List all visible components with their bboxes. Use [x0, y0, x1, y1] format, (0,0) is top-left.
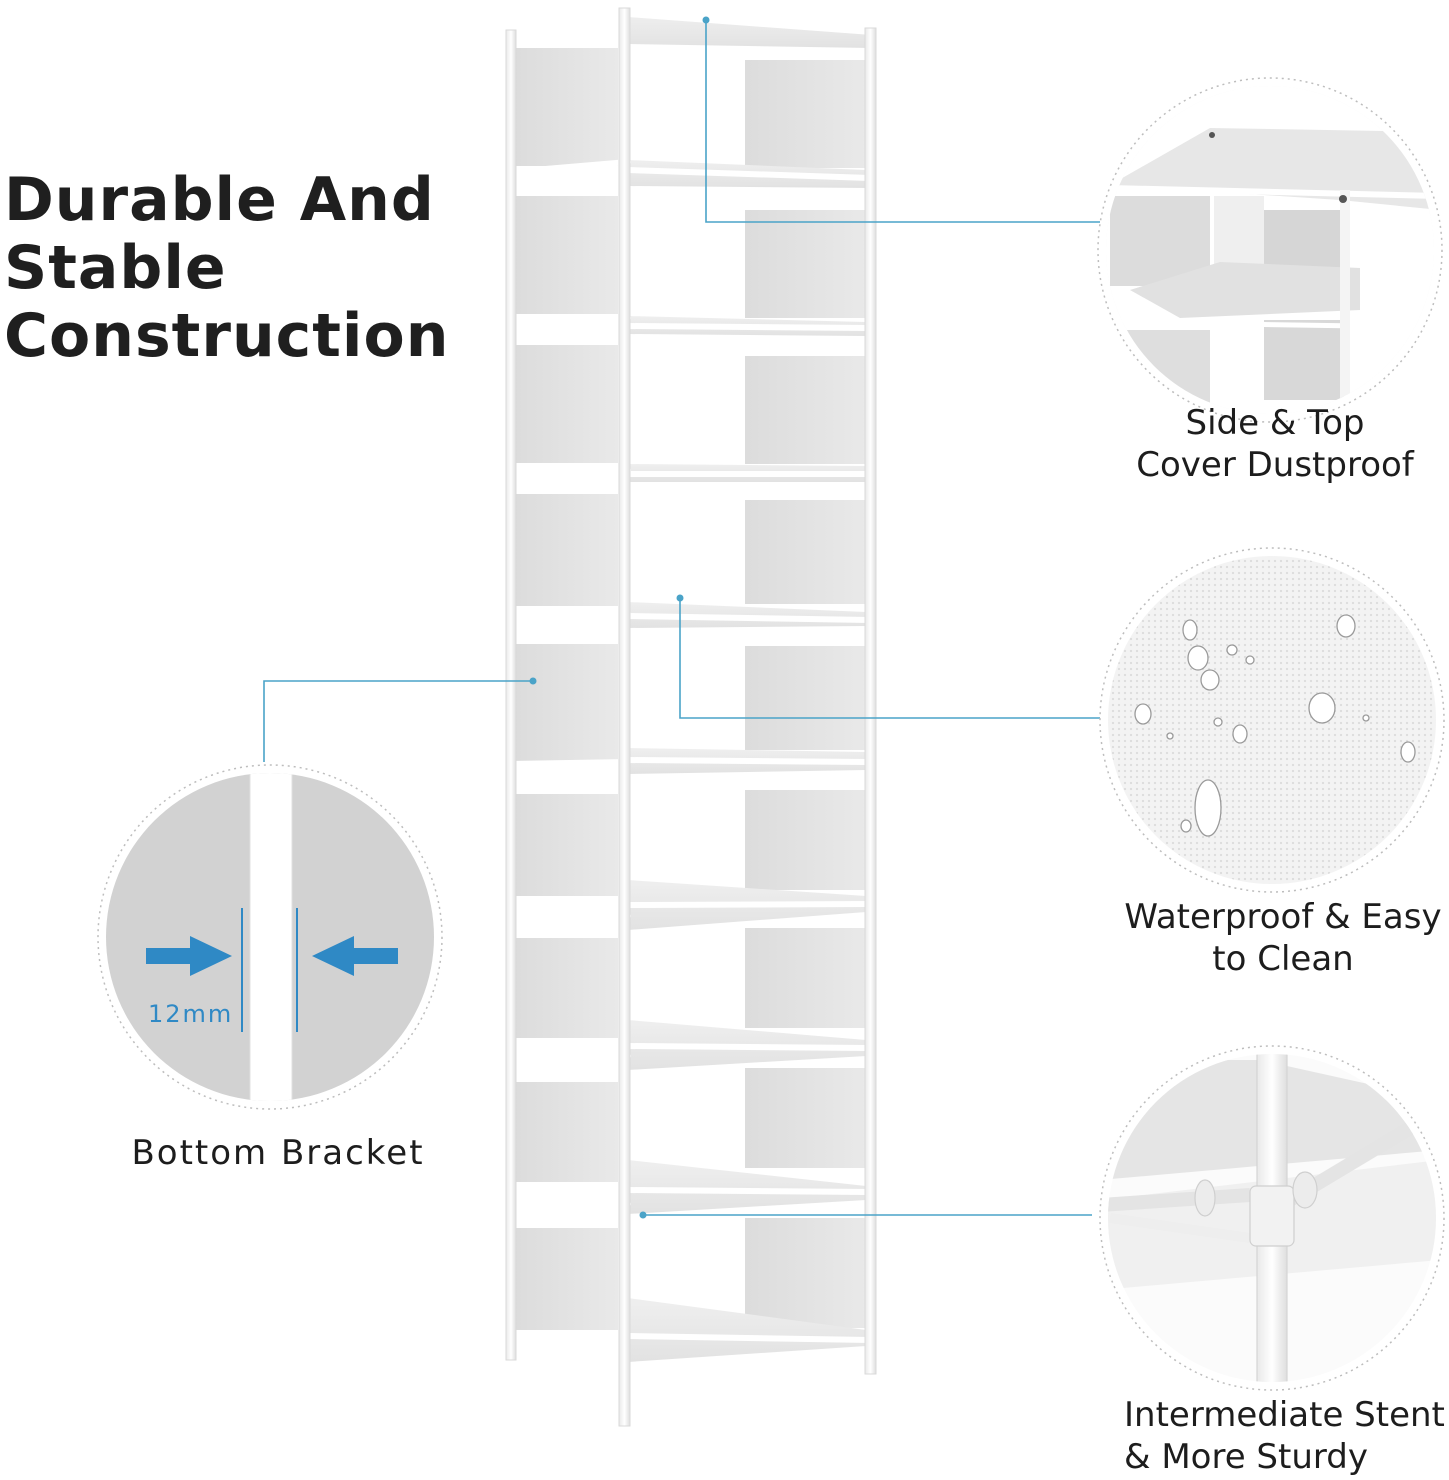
detail-bracket [97, 764, 443, 1110]
title-line-2: Stable [4, 233, 227, 303]
water-drop-icon [1134, 614, 1416, 837]
detail-sturdy [1099, 1045, 1445, 1391]
page-title: Durable And Stable Construction [4, 165, 450, 371]
sturdy-caption: Intermediate Stent & More Sturdy [1108, 1394, 1449, 1478]
sturdy-caption-line-2: & More Sturdy [1124, 1437, 1368, 1477]
title-line-3: Construction [4, 301, 450, 371]
leader-dots [529, 16, 710, 1219]
dustproof-caption: Side & Top Cover Dustproof [1120, 402, 1430, 486]
waterproof-caption-line-2: to Clean [1212, 939, 1354, 979]
dustproof-caption-line-2: Cover Dustproof [1136, 445, 1414, 485]
waterproof-caption-line-1: Waterproof & Easy [1124, 897, 1442, 937]
title-line-1: Durable And [4, 165, 435, 235]
detail-waterproof [1099, 547, 1445, 893]
rack-poles [505, 7, 877, 1427]
detail-dustproof [1097, 77, 1443, 423]
rack-rails [507, 11, 875, 1343]
rack [505, 7, 877, 1427]
sturdy-caption-line-1: Intermediate Stent [1124, 1395, 1445, 1435]
rack-side-panels [516, 48, 867, 1330]
dustproof-caption-line-1: Side & Top [1185, 403, 1365, 443]
arrow-pair-icon [146, 936, 398, 976]
bracket-caption: Bottom Bracket [131, 1133, 425, 1173]
leader-lines [263, 20, 1100, 1216]
waterproof-caption: Waterproof & Easy to Clean [1108, 896, 1449, 980]
bracket-dimension-label: 12mm [148, 1000, 234, 1028]
